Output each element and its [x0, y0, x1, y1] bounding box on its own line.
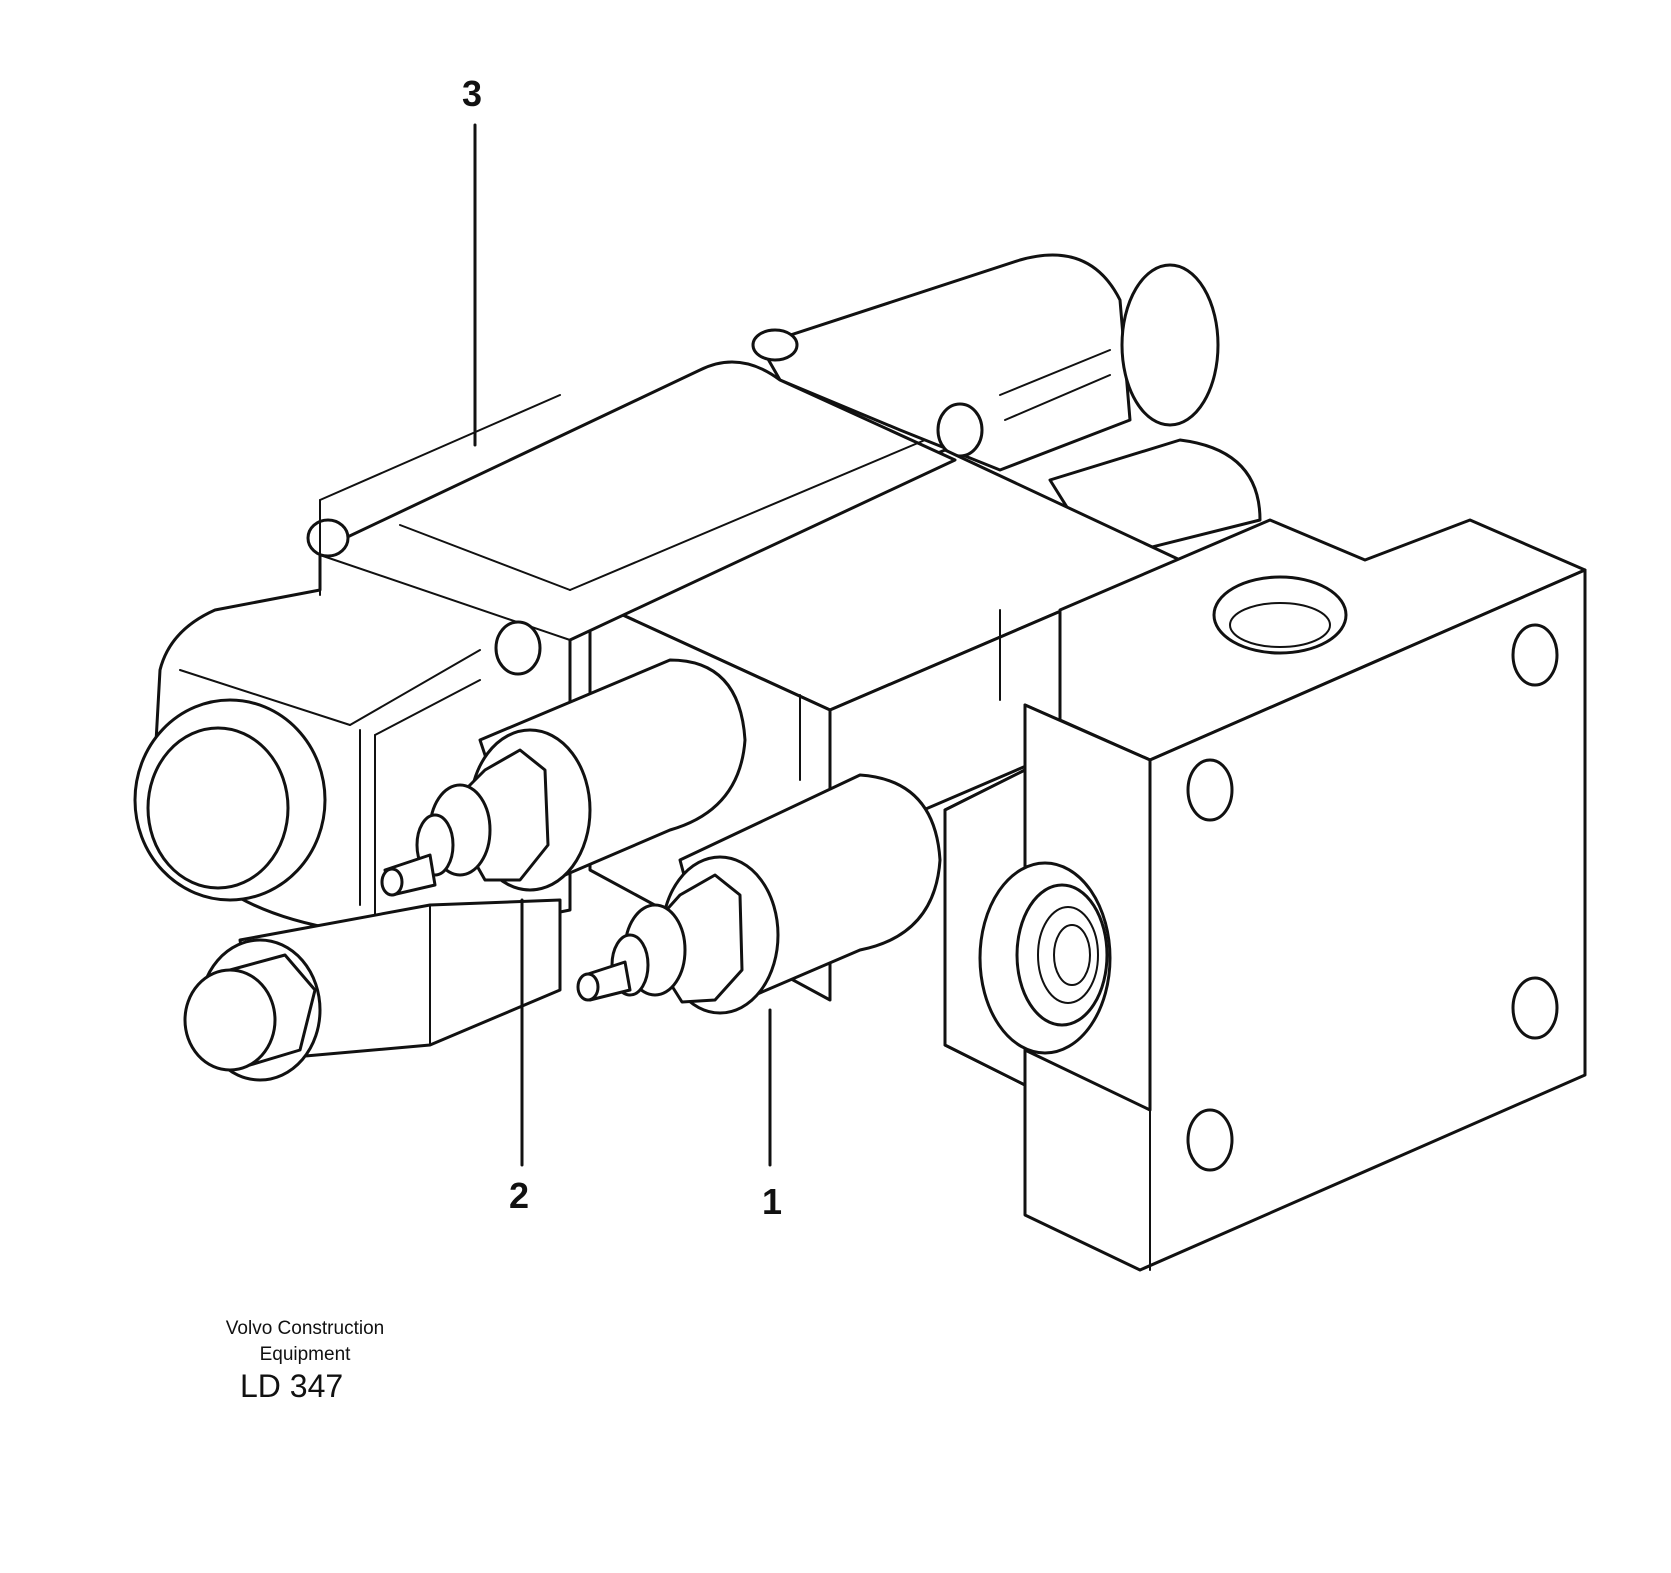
- mounting-plate: [943, 518, 1587, 1272]
- callout-1: 1: [762, 1181, 782, 1222]
- callout-3: 3: [462, 73, 482, 114]
- manufacturer-label: Volvo Construction Equipment: [180, 1316, 430, 1368]
- manufacturer-line-1: Volvo Construction: [225, 1318, 385, 1339]
- rear-solenoid: [751, 253, 1262, 562]
- callout-2: 2: [509, 1175, 529, 1216]
- drawing-code: LD 347: [240, 1368, 344, 1404]
- bottom-plug: [183, 898, 562, 1082]
- cartridge-2: [380, 658, 747, 897]
- cartridge-1: [576, 773, 942, 1015]
- solenoid-3: [133, 360, 957, 936]
- manufacturer-line-2: Equipment: [259, 1344, 351, 1365]
